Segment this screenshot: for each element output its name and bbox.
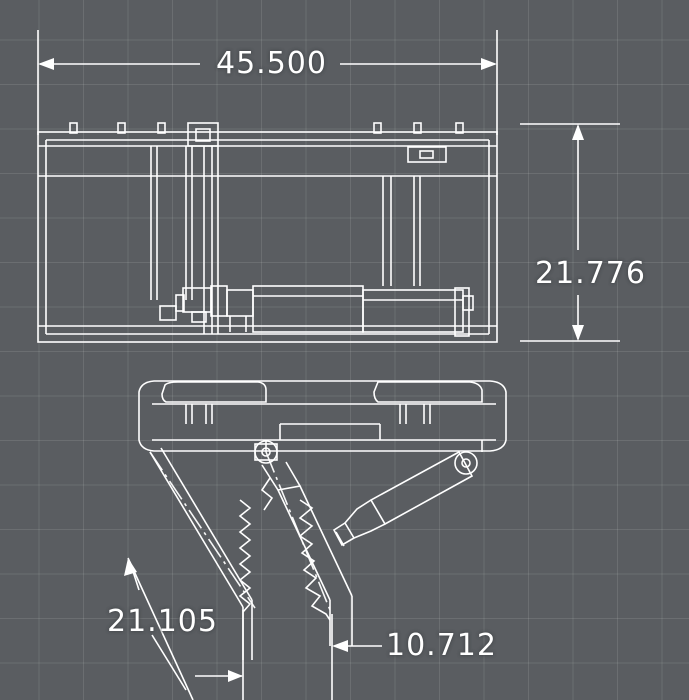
dimension-lower-offset	[331, 614, 382, 700]
dimension-overall-height	[520, 123, 620, 342]
dimension-label-lower-offset: 10.712	[386, 628, 497, 663]
top-plan-view	[37, 122, 498, 343]
dimension-label-overall-height: 21.776	[535, 256, 646, 291]
dimension-overall-width	[37, 30, 498, 135]
dimension-label-overall-width: 45.500	[216, 46, 327, 81]
dimension-label-diagonal-reach: 21.105	[107, 604, 218, 639]
dimension-diagonal-reach	[124, 557, 244, 700]
